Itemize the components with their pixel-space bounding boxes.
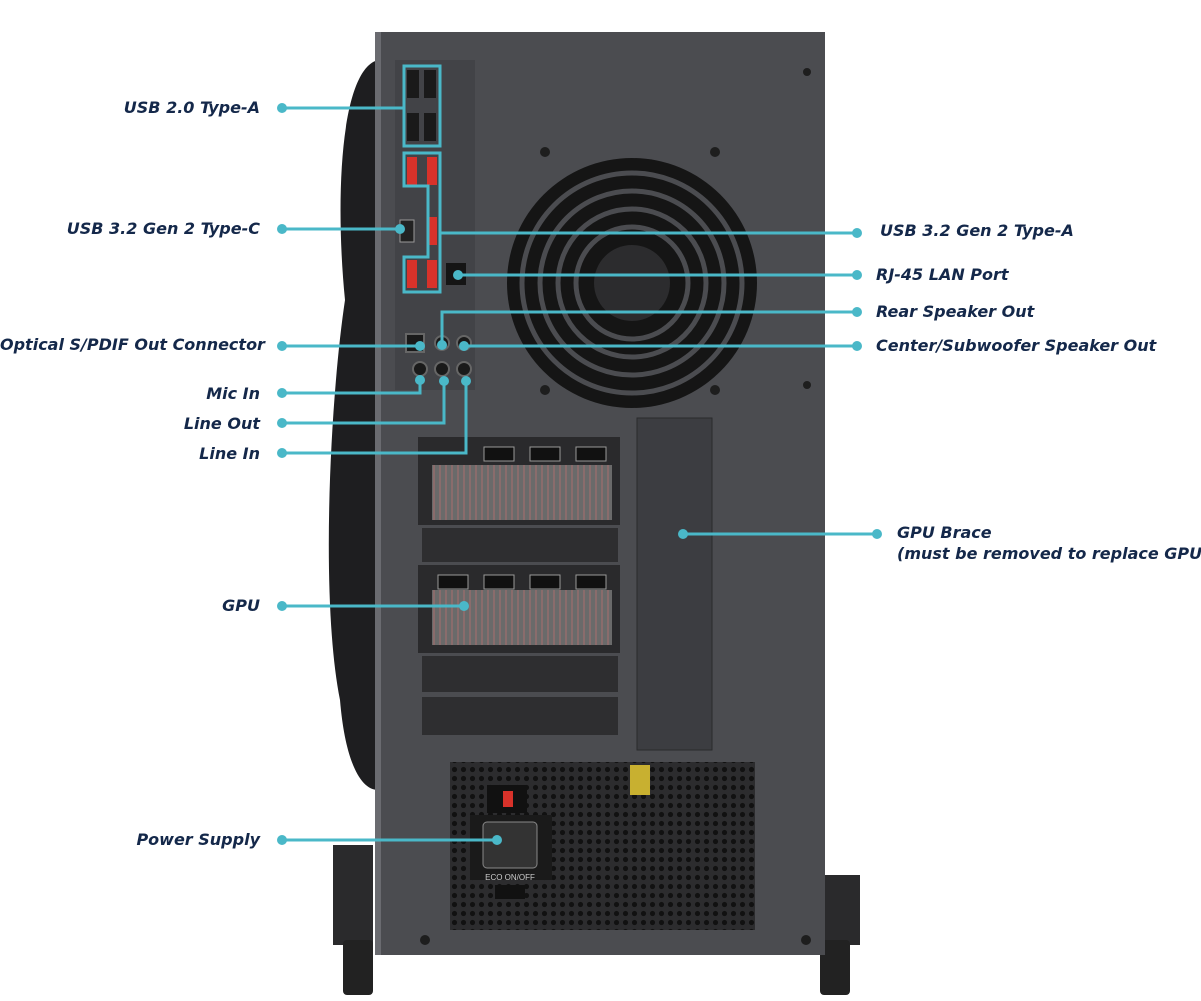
slot-covers	[422, 528, 618, 735]
label-usb-32-type-a: USB 3.2 Gen 2 Type-A	[880, 221, 1074, 240]
label-line-in: Line In	[199, 444, 260, 463]
usb2-highlight-box	[402, 64, 442, 148]
gpu-card	[418, 437, 620, 653]
fan-grille	[507, 158, 757, 408]
foot-right	[820, 940, 850, 995]
stand-right	[822, 875, 860, 945]
label-gpu-brace: GPU Brace	[897, 523, 992, 542]
label-optical: Optical S/PDIF Out Connector	[0, 335, 265, 354]
line-line-out	[282, 381, 446, 425]
power-supply: ECO ON/OFF	[450, 762, 755, 930]
usb-2-ports	[407, 70, 436, 141]
line-line-in	[282, 381, 468, 455]
label-center-sub: Center/Subwoofer Speaker Out	[876, 336, 1157, 355]
foot-left	[343, 940, 373, 995]
label-gpu-brace-note: (must be removed to replace GPU)	[897, 544, 1201, 563]
label-gpu: GPU	[222, 596, 260, 615]
label-usb-c: USB 3.2 Gen 2 Type-C	[66, 219, 260, 238]
label-rj45: RJ-45 LAN Port	[876, 265, 1009, 284]
line-rear-speaker	[440, 310, 857, 345]
gpu-brace	[636, 417, 713, 751]
label-line-out: Line Out	[183, 414, 260, 433]
label-usb-2-type-a: USB 2.0 Type-A	[123, 98, 260, 117]
cable-bundle	[328, 60, 378, 790]
usb3-highlight-box	[402, 151, 442, 294]
usb-3-ports	[407, 157, 437, 288]
leader-dots	[277, 103, 882, 845]
label-rear-speaker: Rear Speaker Out	[876, 302, 1035, 321]
label-mic-in: Mic In	[206, 384, 260, 403]
label-power-supply: Power Supply	[136, 830, 260, 849]
psu-eco-switch-text: ECO ON/OFF	[485, 873, 535, 882]
stand-left	[333, 845, 373, 945]
